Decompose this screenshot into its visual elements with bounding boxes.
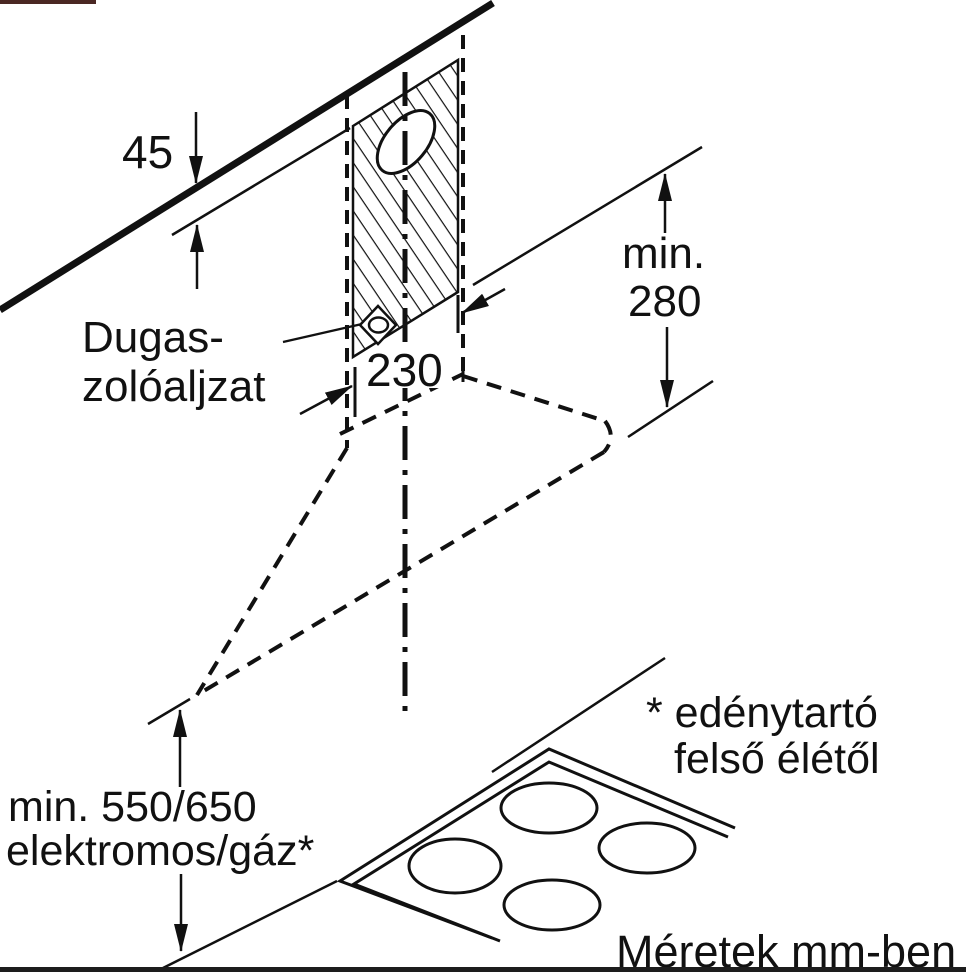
bottom-edge-strip [0, 967, 966, 972]
dim-280-label-value: 280 [628, 277, 701, 326]
socket-symbol [358, 304, 398, 346]
burner-back [499, 781, 599, 835]
socket-label-line2: zolóaljzat [82, 362, 265, 411]
hood-canopy-outline [195, 372, 613, 697]
dimension-hob-clearance [147, 697, 338, 970]
canopy-left-edge [195, 446, 349, 697]
reference-line-lower [162, 879, 338, 970]
burner-right [597, 821, 697, 875]
burner-front [502, 878, 602, 932]
extension-line-upper [472, 145, 703, 287]
units-note: Méretek mm-ben [616, 926, 956, 972]
dim-550-label-line2: elektromos/gáz* [6, 827, 315, 875]
pot-support-reference-line [491, 656, 666, 774]
burner-left [407, 837, 503, 895]
wall-inner-line [171, 126, 351, 237]
dimension-duct-width [299, 287, 506, 417]
dim-45-label: 45 [122, 126, 173, 178]
top-edge-strip [0, 0, 96, 4]
dim-280-label-min: min. [622, 229, 705, 278]
dimension-top-clearance [472, 145, 714, 439]
cooktop-inner-edge [350, 760, 729, 943]
dim-230-label: 230 [366, 344, 443, 396]
canopy-front-edge [195, 450, 606, 697]
socket-label-line1: Dugas- [82, 313, 224, 362]
socket-leader-line [282, 322, 363, 344]
dim-230-label-backdrop [368, 350, 448, 388]
dim-550-label-line1: min. 550/650 [8, 783, 257, 831]
reference-line-upper [147, 697, 191, 726]
wall-edge-thick-line [0, 0, 495, 313]
footnote-line2: felső élétől [674, 735, 880, 783]
dimension-wall-gap [189, 112, 204, 289]
footnote-line1: * edénytartó [646, 689, 878, 737]
cooktop [336, 747, 736, 943]
canopy-right-top-edge [462, 374, 606, 423]
canopy-right-corner [602, 419, 613, 454]
extension-line-lower [627, 379, 714, 439]
